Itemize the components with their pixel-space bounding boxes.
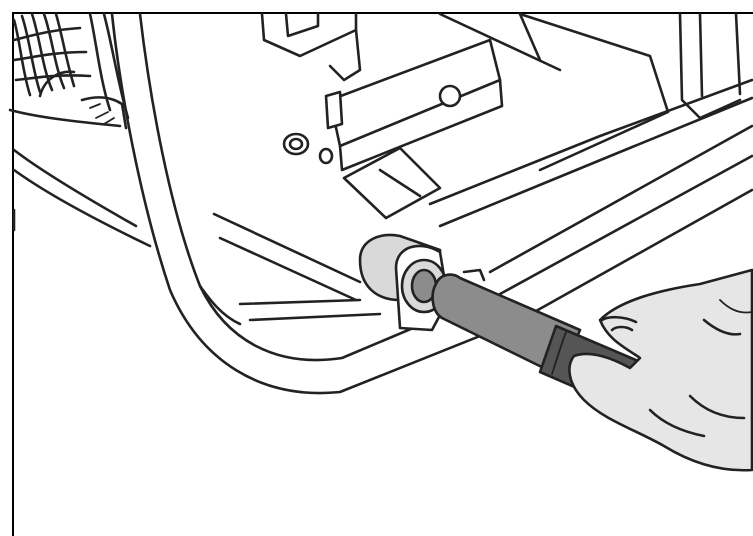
frame-border xyxy=(12,12,753,536)
tubular-frame xyxy=(110,12,753,395)
engine-fins xyxy=(8,12,122,128)
control-panel xyxy=(260,12,670,172)
frame-inner-bars xyxy=(212,78,753,322)
bracket-shield xyxy=(342,146,442,220)
bracket-bolt xyxy=(438,84,462,108)
gloved-hand xyxy=(568,268,753,472)
frame-right-top xyxy=(678,12,742,120)
mounting-bracket xyxy=(282,38,504,172)
